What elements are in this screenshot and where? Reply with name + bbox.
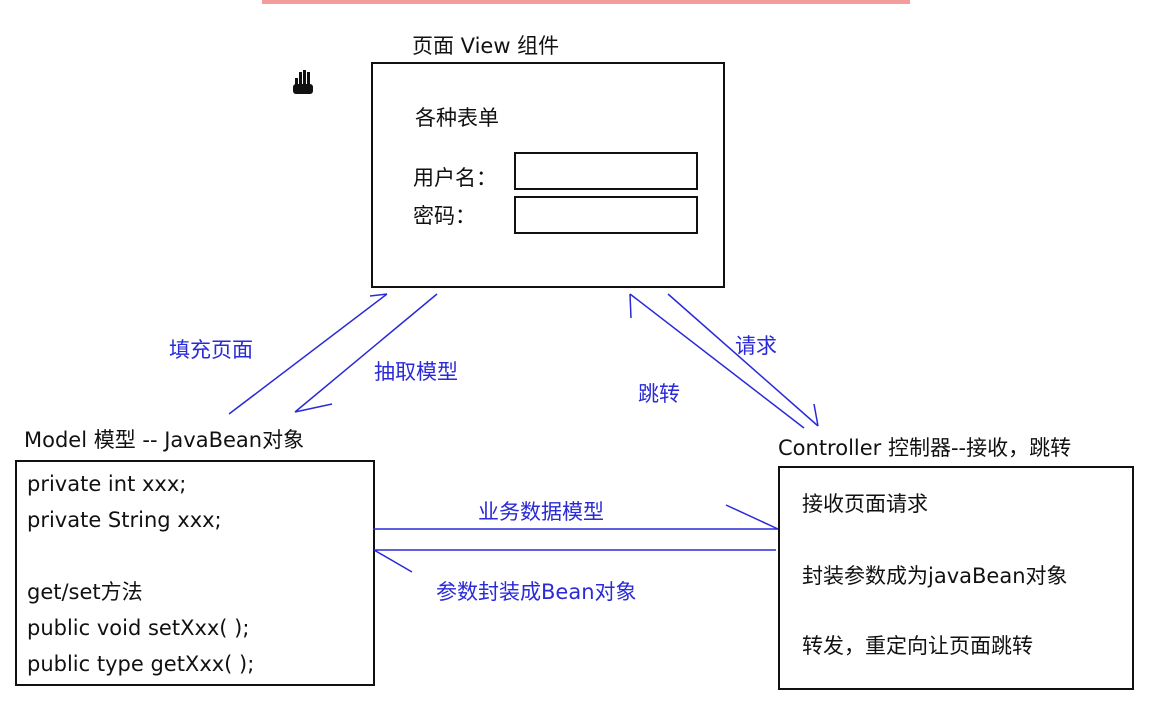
arrow-wrap-params <box>373 549 776 573</box>
edge-label-wrap-params: 参数封装成Bean对象 <box>436 580 637 604</box>
forms-label: 各种表单 <box>415 106 499 130</box>
model-box: private int xxx; private String xxx; get… <box>15 460 375 686</box>
model-line: private String xxx; <box>27 508 222 532</box>
edge-label-extract-model: 抽取模型 <box>374 360 458 384</box>
view-box: 各种表单 用户名： 密码： <box>371 62 725 288</box>
model-line: public type getXxx( ); <box>27 652 255 676</box>
model-line: private int xxx; <box>27 472 187 496</box>
model-line: public void setXxx( ); <box>27 616 250 640</box>
edge-label-redirect: 跳转 <box>638 382 680 406</box>
model-title: Model 模型 -- JavaBean对象 <box>24 428 305 452</box>
edge-label-business-data-model: 业务数据模型 <box>478 500 604 524</box>
username-input[interactable] <box>514 152 698 190</box>
password-input[interactable] <box>514 196 698 234</box>
password-label: 密码： <box>413 204 476 228</box>
hand-cursor-shape <box>293 70 313 94</box>
controller-box: 接收页面请求 封装参数成为javaBean对象 转发，重定向让页面跳转 <box>778 466 1134 690</box>
controller-title: Controller 控制器--接收，跳转 <box>778 436 1072 460</box>
view-title: 页面 View 组件 <box>412 34 560 58</box>
controller-line: 接收页面请求 <box>802 492 928 516</box>
arrow-request <box>667 293 819 427</box>
model-line: get/set方法 <box>27 580 143 604</box>
controller-line: 转发，重定向让页面跳转 <box>802 634 1033 658</box>
edge-label-fill-page: 填充页面 <box>169 338 253 362</box>
controller-line: 封装参数成为javaBean对象 <box>802 564 1068 588</box>
arrow-extract-model <box>294 293 438 413</box>
edge-label-request: 请求 <box>735 334 777 358</box>
model-line <box>27 538 363 574</box>
username-label: 用户名： <box>413 166 497 190</box>
top-red-scribble <box>262 0 910 4</box>
